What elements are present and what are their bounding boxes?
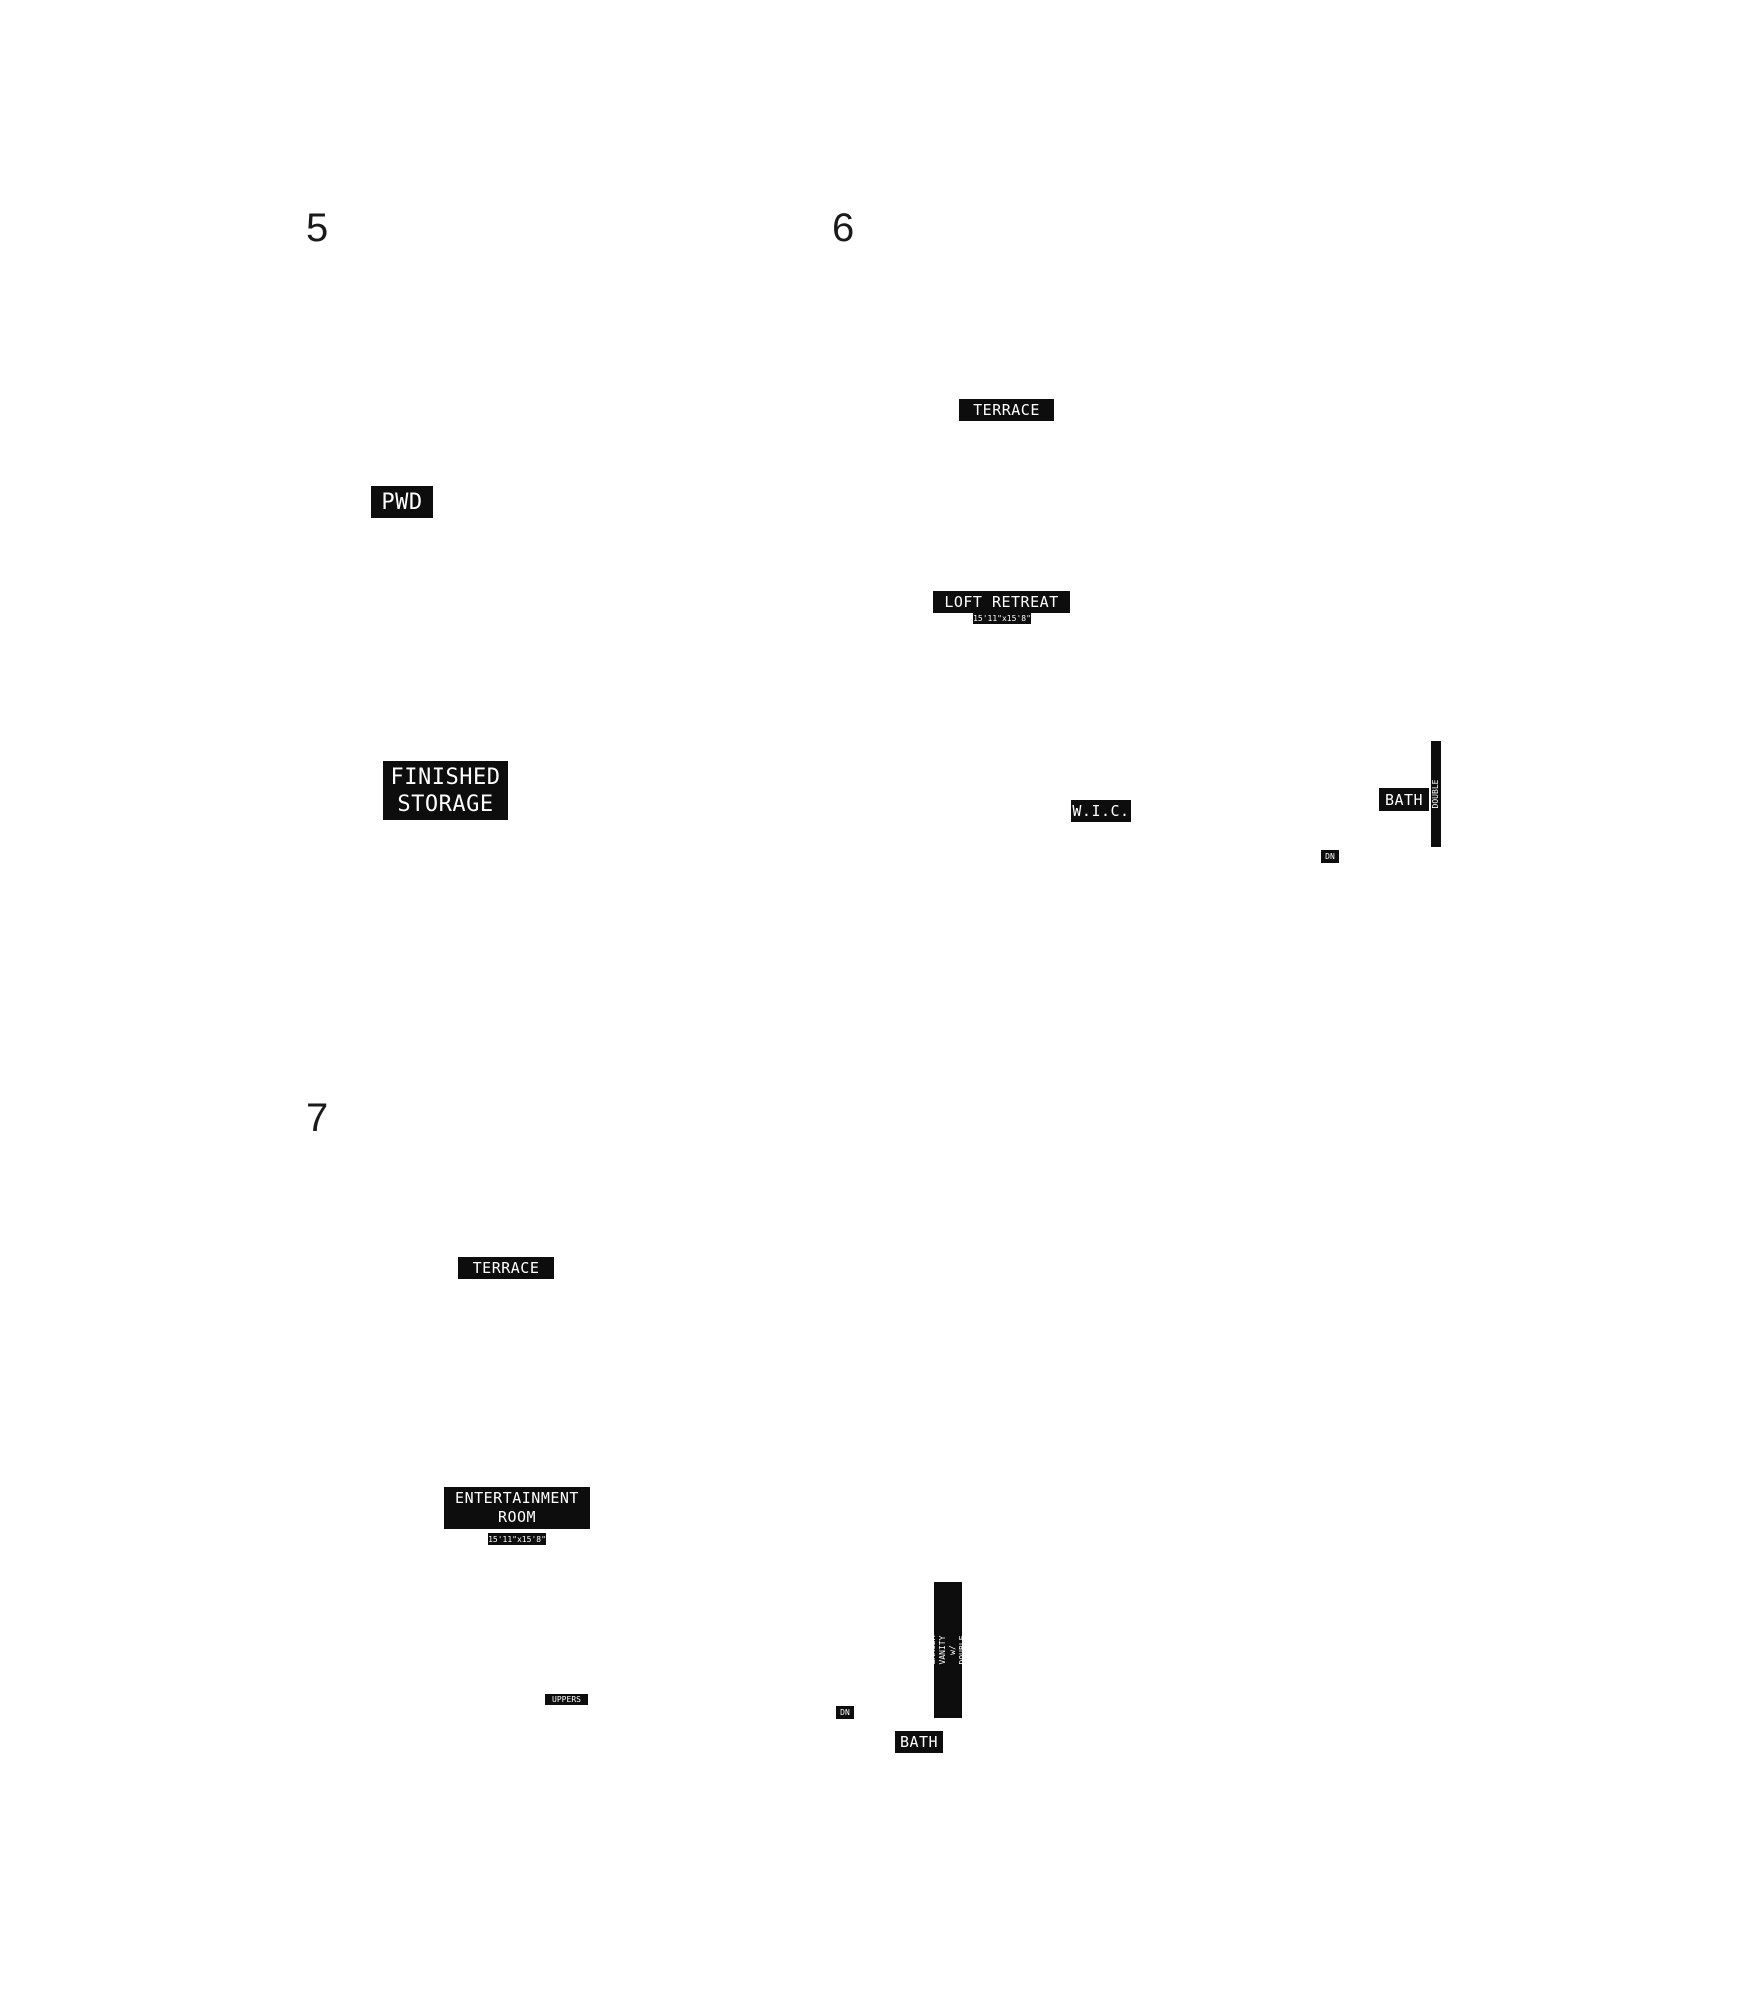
room-dimensions-entertainment: 15'11"x15'8" (488, 1533, 546, 1545)
panel-number-5: 5 (306, 206, 329, 250)
note-opt-double-sinks: OPT. DOUBLE SINKS (1431, 741, 1441, 847)
room-label-entertainment-room: ENTERTAINMENT ROOM (444, 1487, 590, 1529)
note-opt-larger-vanity-text: OPT. LARGER VANITY w/ DOUBLE SINKS (934, 1635, 962, 1665)
note-uppers: UPPERS (545, 1694, 588, 1705)
panel-number-6: 6 (832, 206, 855, 250)
note-opt-larger-vanity: OPT. LARGER VANITY w/ DOUBLE SINKS (934, 1582, 962, 1718)
stair-label-dn-7: DN (836, 1706, 854, 1719)
panel-number-7: 7 (306, 1096, 329, 1140)
room-label-bath-7: BATH (895, 1731, 943, 1753)
room-label-wic: W.I.C. (1071, 800, 1131, 822)
stair-label-dn-6: DN (1321, 850, 1339, 863)
note-opt-double-sinks-text: OPT. DOUBLE SINKS (1431, 779, 1440, 809)
room-label-terrace-6: TERRACE (959, 399, 1054, 421)
room-label-pwd: PWD (371, 486, 433, 518)
room-label-terrace-7: TERRACE (458, 1257, 554, 1279)
room-label-finished-storage: FINISHED STORAGE (383, 761, 508, 820)
room-label-bath-6: BATH (1379, 788, 1429, 811)
room-label-loft-retreat: LOFT RETREAT (933, 591, 1070, 613)
room-dimensions-loft: 15'11"x15'8" (973, 613, 1031, 624)
